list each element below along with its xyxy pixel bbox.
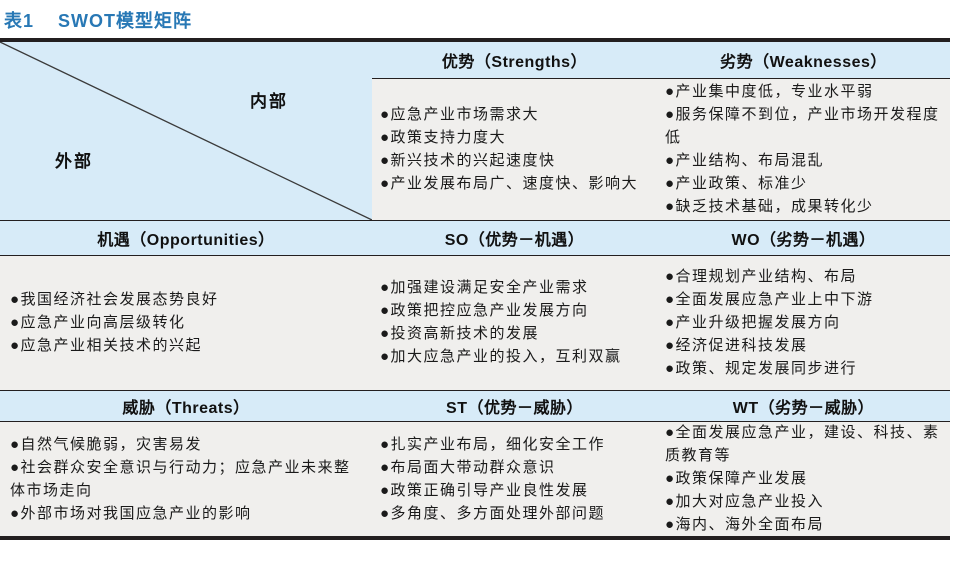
list-item: ●应急产业市场需求大 xyxy=(380,106,540,123)
list-item: ●政策支持力度大 xyxy=(380,129,507,146)
cell-wt: ●全面发展应急产业，建设、科技、素质教育等 ●政策保障产业发展 ●加大对应急产业… xyxy=(657,422,950,537)
list-item: ●多角度、多方面处理外部问题 xyxy=(380,505,606,522)
list-item: ●投资高新技术的发展 xyxy=(380,326,540,342)
list-item: ●政策正确引导产业良性发展 xyxy=(380,482,589,499)
corner-cell: 内部 外部 xyxy=(0,42,372,220)
threats-content-row: ●自然气候脆弱，灾害易发 ●社会群众安全意识与行动力；应急产业未来整体市场走向 … xyxy=(0,422,950,536)
list-item: ●产业发展布局广、速度快、影响大 xyxy=(380,175,639,192)
list-item: ●全面发展应急产业，建设、科技、素质教育等 xyxy=(665,425,940,464)
list-item: ●全面发展应急产业上中下游 xyxy=(665,291,874,308)
header-weaknesses: 劣势（Weaknesses） xyxy=(720,54,887,71)
cell-threats: ●自然气候脆弱，灾害易发 ●社会群众安全意识与行动力；应急产业未来整体市场走向 … xyxy=(0,422,372,537)
list-item: ●产业升级把握发展方向 xyxy=(665,314,841,331)
header-st: ST（优势－威胁） xyxy=(446,400,583,417)
header-wt: WT（劣势－威胁） xyxy=(732,400,875,417)
header-threats: 威胁（Threats） xyxy=(122,400,250,417)
swot-matrix-table: 内部 外部 优势（Strengths） 劣势（Weaknesses） ●应急产业… xyxy=(0,38,950,540)
cell-opportunities: ●我国经济社会发展态势良好 ●应急产业向高层级转化 ●应急产业相关技术的兴起 xyxy=(0,256,372,390)
cell-st: ●扎实产业布局，细化安全工作 ●布局面大带动群众意识 ●政策正确引导产业良性发展… xyxy=(372,422,657,537)
list-item: ●政策把控应急产业发展方向 xyxy=(380,303,589,319)
list-item: ●政策、规定发展同步进行 xyxy=(665,360,858,377)
table-caption: 表1 SWOT模型矩阵 xyxy=(0,0,957,38)
header-wo: WO（劣势－机遇） xyxy=(731,232,876,249)
list-item: ●合理规划产业结构、布局 xyxy=(665,268,858,285)
list-item: ●布局面大带动群众意识 xyxy=(380,459,556,476)
corner-label-internal: 内部 xyxy=(250,92,288,111)
list-item: ●扎实产业布局，细化安全工作 xyxy=(380,436,606,453)
list-item: ●新兴技术的兴起速度快 xyxy=(380,152,556,169)
header-strengths: 优势（Strengths） xyxy=(441,54,588,71)
list-item: ●加大应急产业的投入，互利双赢 xyxy=(380,349,622,365)
internal-columns: 优势（Strengths） 劣势（Weaknesses） ●应急产业市场需求大 … xyxy=(372,42,950,220)
threats-header-band: 威胁（Threats） ST（优势－威胁） WT（劣势－威胁） xyxy=(0,391,950,422)
list-item: ●我国经济社会发展态势良好 xyxy=(10,291,219,308)
list-item: ●社会群众安全意识与行动力；应急产业未来整体市场走向 xyxy=(10,459,351,499)
list-item: ●产业集中度低，专业水平弱 xyxy=(665,83,874,100)
header-so: SO（优势－机遇） xyxy=(444,232,585,249)
list-item: ●经济促进科技发展 xyxy=(665,337,808,354)
cell-weaknesses: ●产业集中度低，专业水平弱 ●服务保障不到位，产业市场开发程度低 ●产业结构、布… xyxy=(657,79,950,220)
list-item: ●加大对应急产业投入 xyxy=(665,494,825,510)
row-internal: 内部 外部 优势（Strengths） 劣势（Weaknesses） ●应急产业… xyxy=(0,42,950,221)
table-number: 表1 xyxy=(4,11,35,31)
list-item: ●应急产业相关技术的兴起 xyxy=(10,337,203,354)
cell-so: ●加强建设满足安全产业需求 ●政策把控应急产业发展方向 ●投资高新技术的发展 ●… xyxy=(372,256,657,390)
internal-content-band: ●应急产业市场需求大 ●政策支持力度大 ●新兴技术的兴起速度快 ●产业发展布局广… xyxy=(372,79,950,220)
opportunities-header-band: 机遇（Opportunities） SO（优势－机遇） WO（劣势－机遇） xyxy=(0,221,950,256)
list-item: ●服务保障不到位，产业市场开发程度低 xyxy=(665,106,940,146)
cell-wo: ●合理规划产业结构、布局 ●全面发展应急产业上中下游 ●产业升级把握发展方向 ●… xyxy=(657,256,950,390)
list-item: ●政策保障产业发展 xyxy=(665,471,808,487)
corner-label-external: 外部 xyxy=(55,152,93,171)
list-item: ●自然气候脆弱，灾害易发 xyxy=(10,436,203,453)
cell-strengths: ●应急产业市场需求大 ●政策支持力度大 ●新兴技术的兴起速度快 ●产业发展布局广… xyxy=(372,79,657,220)
list-item: ●产业结构、布局混乱 xyxy=(665,152,825,169)
list-item: ●产业政策、标准少 xyxy=(665,175,808,192)
diagonal-line xyxy=(0,42,372,220)
list-item: ●缺乏技术基础，成果转化少 xyxy=(665,198,874,215)
internal-header-band: 优势（Strengths） 劣势（Weaknesses） xyxy=(372,42,950,79)
list-item: ●外部市场对我国应急产业的影响 xyxy=(10,505,252,522)
page-title: SWOT模型矩阵 xyxy=(58,11,193,31)
opportunities-content-row: ●我国经济社会发展态势良好 ●应急产业向高层级转化 ●应急产业相关技术的兴起 ●… xyxy=(0,256,950,391)
list-item: ●应急产业向高层级转化 xyxy=(10,314,186,331)
header-opportunities: 机遇（Opportunities） xyxy=(97,232,275,249)
list-item: ●加强建设满足安全产业需求 xyxy=(380,280,589,296)
list-item: ●海内、海外全面布局 xyxy=(665,517,825,533)
